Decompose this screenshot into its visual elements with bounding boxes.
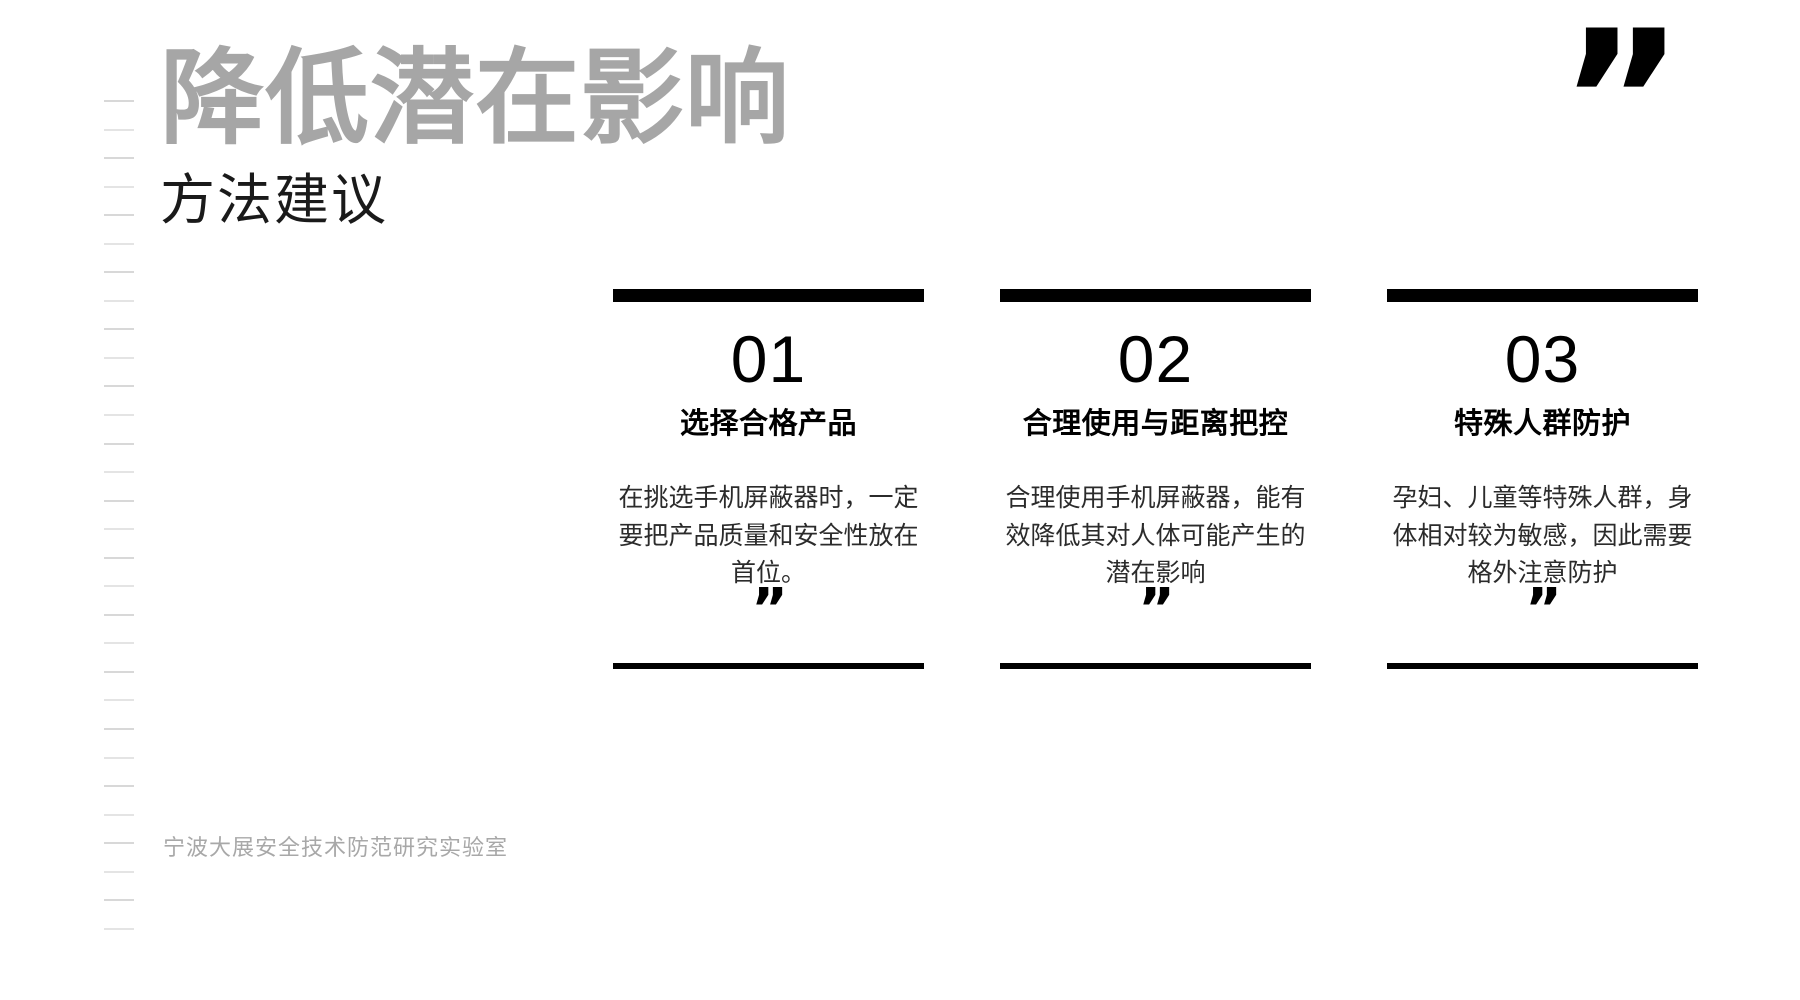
column-number: 01 <box>730 322 807 396</box>
tick-dash <box>104 585 134 588</box>
tick-dash <box>104 699 134 702</box>
column-top-rule <box>613 289 924 302</box>
column-01: 01 选择合格产品 在挑选手机屏蔽器时，一定要把产品质量和安全性放在首位。 ” <box>613 289 924 670</box>
tick-dash <box>104 128 134 131</box>
tick-dash <box>104 813 134 816</box>
tick-dash <box>104 528 134 531</box>
tick-dash <box>104 385 134 388</box>
column-body-text: 在挑选手机屏蔽器时，一定要把产品质量和安全性放在首位。 <box>618 484 919 588</box>
tick-dash <box>104 870 134 873</box>
tick-dash <box>104 157 134 160</box>
tick-dash <box>104 242 134 245</box>
tick-dash <box>104 613 134 616</box>
tick-dash <box>104 756 134 759</box>
page-subtitle: 方法建议 <box>160 168 389 231</box>
column-number: 03 <box>1504 322 1581 396</box>
column-heading: 选择合格产品 <box>679 408 857 440</box>
footer-label: 宁波大展安全技术防范研究实验室 <box>163 835 509 860</box>
tick-dash <box>104 927 134 930</box>
column-03: 03 特殊人群防护 孕妇、儿童等特殊人群，身体相对较为敏感，因此需要格外注意防护… <box>1387 289 1698 670</box>
tick-dash <box>104 185 134 188</box>
tick-dash <box>104 471 134 474</box>
column-bottom-rule <box>613 663 924 670</box>
column-content: 01 选择合格产品 在挑选手机屏蔽器时，一定要把产品质量和安全性放在首位。 ” <box>613 302 924 663</box>
column-heading: 特殊人群防护 <box>1453 408 1631 440</box>
tick-dash <box>104 728 134 731</box>
tick-dash <box>104 271 134 274</box>
quote-mark-icon: ” <box>1138 576 1175 642</box>
left-tick-rail <box>104 100 140 930</box>
column-heading: 合理使用与距离把控 <box>1022 408 1289 440</box>
tick-dash <box>104 642 134 645</box>
title-block: 降低潜在影响 方法建议 <box>160 38 1160 233</box>
tick-dash <box>104 214 134 217</box>
tick-dash <box>104 356 134 359</box>
columns-container: 01 选择合格产品 在挑选手机屏蔽器时，一定要把产品质量和安全性放在首位。 ” … <box>613 289 1698 670</box>
column-body-text: 合理使用手机屏蔽器，能有效降低其对人体可能产生的潜在影响 <box>1005 484 1306 588</box>
tick-dash <box>104 499 134 502</box>
quote-mark-icon: ” <box>1525 576 1562 642</box>
column-number: 02 <box>1117 322 1194 396</box>
column-bottom-rule <box>1000 663 1311 670</box>
tick-dash <box>104 556 134 559</box>
tick-dash <box>104 442 134 445</box>
quote-mark-icon: ” <box>1559 0 1684 211</box>
column-02: 02 合理使用与距离把控 合理使用手机屏蔽器，能有效降低其对人体可能产生的潜在影… <box>1000 289 1311 670</box>
column-body-text: 孕妇、儿童等特殊人群，身体相对较为敏感，因此需要格外注意防护 <box>1392 484 1693 588</box>
column-content: 03 特殊人群防护 孕妇、儿童等特殊人群，身体相对较为敏感，因此需要格外注意防护… <box>1387 302 1698 663</box>
tick-dash <box>104 842 134 845</box>
column-bottom-rule <box>1387 663 1698 670</box>
column-content: 02 合理使用与距离把控 合理使用手机屏蔽器，能有效降低其对人体可能产生的潜在影… <box>1000 302 1311 663</box>
quote-mark-icon: ” <box>751 576 788 642</box>
page-title: 降低潜在影响 <box>160 41 791 157</box>
tick-dash <box>104 414 134 417</box>
tick-dash <box>104 670 134 673</box>
column-top-rule <box>1000 289 1311 302</box>
column-top-rule <box>1387 289 1698 302</box>
tick-dash <box>104 328 134 331</box>
tick-dash <box>104 899 134 902</box>
tick-dash <box>104 785 134 788</box>
tick-dash <box>104 100 134 102</box>
tick-dash <box>104 299 134 302</box>
